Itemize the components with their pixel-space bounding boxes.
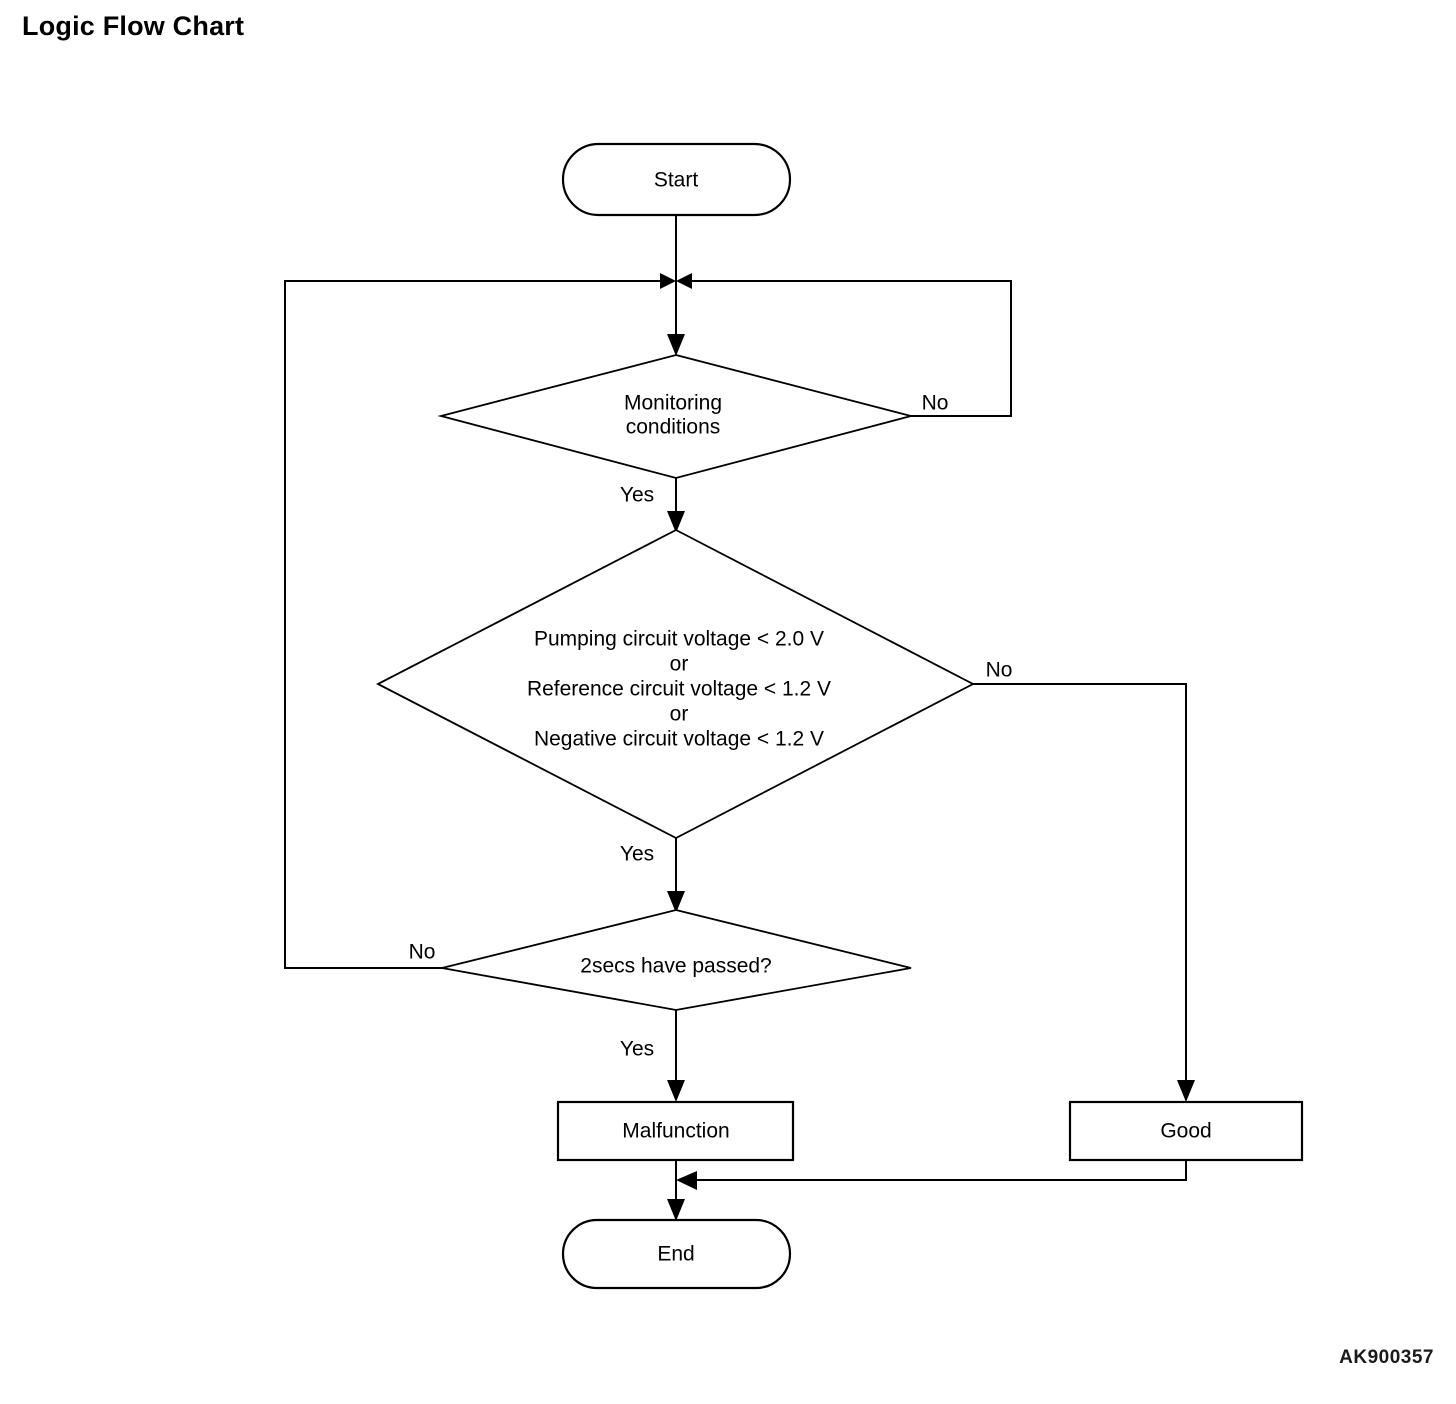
node-voltage-label-line2: or bbox=[670, 653, 689, 676]
edge-good-to-end bbox=[690, 1160, 1187, 1181]
arrowhead-into-good bbox=[1177, 1080, 1195, 1102]
arrowhead-into-end bbox=[667, 1199, 685, 1221]
node-monitoring-label-line1: Monitoring bbox=[624, 392, 722, 415]
node-timer-label: 2secs have passed? bbox=[580, 955, 771, 978]
arrowhead-into-malfunction bbox=[667, 1080, 685, 1102]
edge-monitoring-no-loop bbox=[690, 280, 1012, 417]
branch-label-timer-no: No bbox=[409, 941, 436, 964]
branch-label-voltage-yes: Yes bbox=[620, 843, 654, 866]
node-end[interactable] bbox=[561, 1218, 792, 1290]
edge-voltage-no bbox=[973, 683, 1187, 1098]
arrowhead-into-timer bbox=[667, 891, 685, 913]
node-start[interactable] bbox=[561, 142, 792, 217]
node-malfunction-label: Malfunction bbox=[622, 1120, 729, 1143]
node-voltage-decision[interactable] bbox=[376, 528, 975, 840]
arrowhead-right-loop-join bbox=[676, 273, 692, 289]
branch-label-monitoring-no: No bbox=[922, 392, 949, 415]
node-malfunction[interactable] bbox=[556, 1100, 795, 1162]
edge-timer-no-loop bbox=[284, 280, 662, 969]
arrowhead-into-voltage bbox=[667, 511, 685, 533]
node-good[interactable] bbox=[1068, 1100, 1304, 1162]
branch-label-voltage-no: No bbox=[986, 659, 1013, 682]
node-voltage-label-line4: or bbox=[670, 703, 689, 726]
branch-label-timer-yes: Yes bbox=[620, 1038, 654, 1061]
node-start-label: Start bbox=[654, 169, 699, 192]
arrowhead-good-merge bbox=[676, 1171, 697, 1190]
arrowhead-into-monitoring bbox=[667, 334, 685, 356]
node-timer-decision[interactable] bbox=[441, 909, 912, 1011]
node-voltage-label-line1: Pumping circuit voltage < 2.0 V bbox=[534, 628, 824, 651]
node-end-label: End bbox=[657, 1243, 694, 1266]
node-voltage-label-line5: Negative circuit voltage < 1.2 V bbox=[534, 728, 824, 751]
node-monitoring-conditions[interactable] bbox=[437, 354, 915, 479]
figure-code: AK900357 bbox=[1339, 1347, 1434, 1368]
arrowhead-left-loop-join bbox=[660, 273, 676, 289]
node-voltage-label-line3: Reference circuit voltage < 1.2 V bbox=[527, 678, 831, 701]
branch-label-monitoring-yes: Yes bbox=[620, 484, 654, 507]
page-title: Logic Flow Chart bbox=[22, 11, 245, 41]
node-monitoring-label-line2: conditions bbox=[626, 416, 721, 439]
node-good-label: Good bbox=[1160, 1120, 1211, 1143]
